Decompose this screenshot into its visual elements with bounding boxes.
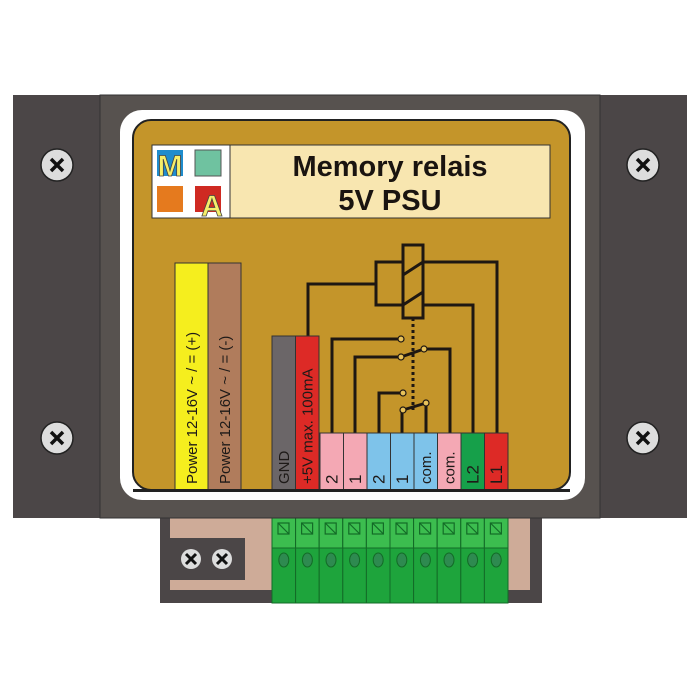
wire-hole-icon — [325, 552, 337, 568]
wire-hole-icon — [490, 552, 502, 568]
screw-icon — [40, 421, 74, 455]
terminal-label-8-label: L2 — [464, 465, 483, 484]
power-strip-minus: Power 12-16V ~ / = (-) — [207, 262, 242, 491]
power-strip-plus: Power 12-16V ~ / = (+) — [174, 262, 209, 491]
terminal-clamp[interactable] — [318, 517, 344, 604]
wire-hole-icon — [443, 552, 455, 568]
terminal-label-8: L2 — [460, 432, 485, 491]
terminal-label-7-label: com. — [442, 451, 459, 484]
wire-hole-icon — [349, 552, 361, 568]
terminal-label-6-label: com. — [418, 451, 435, 484]
terminal-clamp[interactable] — [460, 517, 485, 604]
relay-schematic — [306, 243, 499, 433]
clamp-screw-icon — [442, 522, 455, 535]
clamp-screw-icon — [277, 522, 290, 535]
terminal-label-3-label: 1 — [346, 475, 365, 484]
terminal-label-0: GND — [271, 335, 296, 491]
terminal-clamp[interactable] — [342, 517, 367, 604]
wire-hole-icon — [467, 552, 479, 568]
title-box: M A Memory relais 5V PSU — [151, 144, 551, 223]
terminal-label-2-label: 2 — [323, 475, 342, 484]
terminal-label-3: 1 — [343, 432, 368, 491]
terminal-label-6: com. — [413, 432, 438, 491]
screw-icon — [181, 549, 201, 569]
title-line-1: Memory relais — [292, 151, 487, 183]
clamp-screw-icon — [371, 522, 384, 535]
terminal-label-5: 1 — [390, 432, 415, 491]
terminal-clamp[interactable] — [295, 517, 320, 604]
wire-hole-icon — [278, 552, 290, 568]
terminal-label-1: +5V max. 100mA — [295, 335, 320, 491]
terminal-clamp[interactable] — [365, 517, 391, 604]
clamp-screw-icon — [395, 522, 408, 535]
clamp-screw-icon — [466, 522, 479, 535]
wire-hole-icon — [372, 552, 384, 568]
terminal-clamp[interactable] — [271, 517, 297, 604]
power-strip-minus-label: Power 12-16V ~ / = (-) — [217, 336, 234, 484]
wire-hole-icon — [419, 552, 431, 568]
terminal-label-4-label: 2 — [370, 475, 389, 484]
wire-hole-icon — [301, 552, 313, 568]
terminal-clamp[interactable] — [483, 517, 509, 604]
clamp-screw-icon — [301, 522, 314, 535]
logo-letter-m: M — [158, 150, 183, 183]
terminal-label-2: 2 — [319, 432, 344, 491]
clamp-screw-icon — [419, 522, 432, 535]
wire-hole-icon — [396, 552, 408, 568]
terminal-label-0-label: GND — [276, 451, 293, 485]
clamp-screw-icon — [489, 522, 502, 535]
terminal-clamp[interactable] — [389, 517, 415, 604]
screw-icon — [212, 549, 232, 569]
logo-letter-a: A — [201, 190, 223, 223]
terminal-clamp[interactable] — [413, 517, 438, 604]
terminal-label-7: com. — [437, 432, 462, 491]
terminal-label-1-label: +5V max. 100mA — [300, 369, 317, 484]
screw-icon — [626, 421, 660, 455]
screw-icon — [626, 148, 660, 182]
terminal-clamp[interactable] — [436, 517, 462, 604]
clamp-screw-icon — [324, 522, 337, 535]
title-line-2: 5V PSU — [338, 185, 441, 217]
terminal-label-9-label: L1 — [487, 465, 506, 484]
terminal-label-9: L1 — [484, 432, 509, 491]
terminal-label-5-label: 1 — [393, 475, 412, 484]
power-strip-plus-label: Power 12-16V ~ / = (+) — [184, 332, 201, 484]
bottom-connector — [160, 510, 542, 604]
clamp-screw-icon — [348, 522, 361, 535]
screw-icon — [40, 148, 74, 182]
terminal-label-4: 2 — [366, 432, 391, 491]
